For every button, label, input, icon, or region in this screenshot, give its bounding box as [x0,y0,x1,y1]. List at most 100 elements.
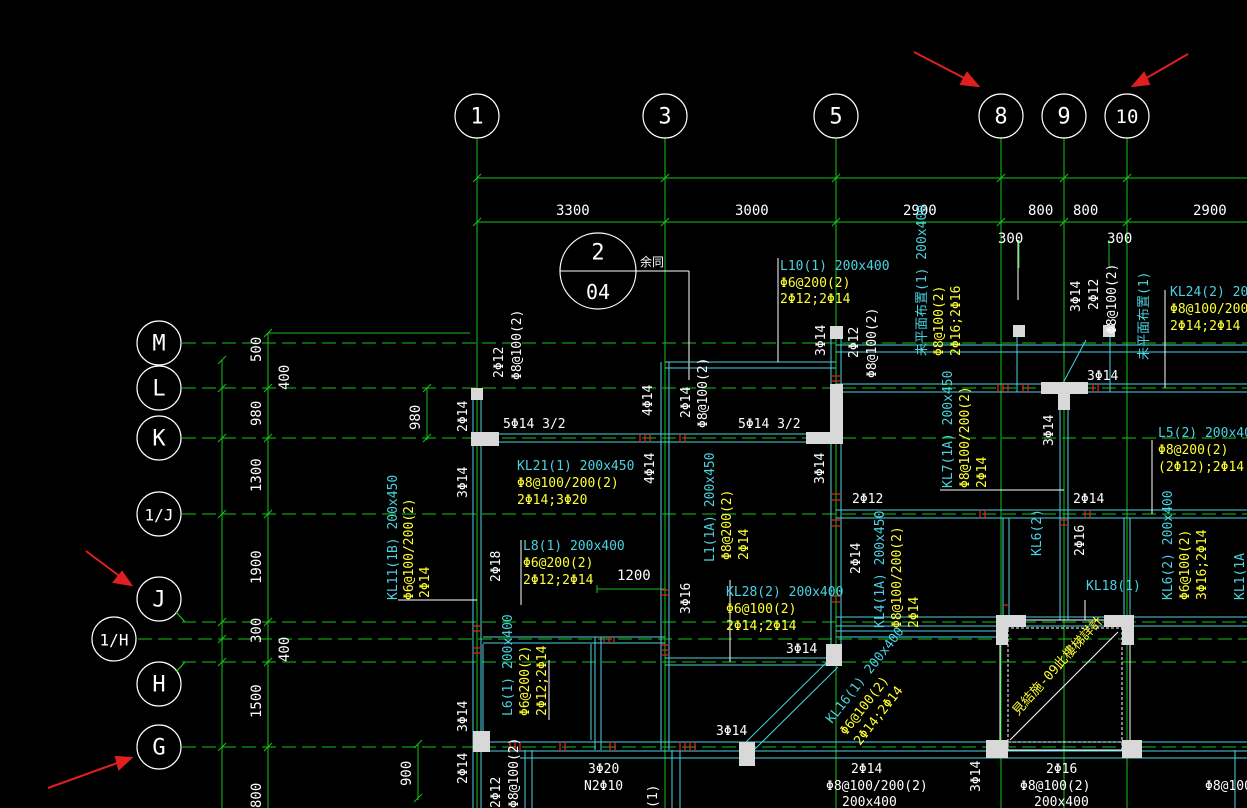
axis-bubble-G [136,724,182,770]
axis-bubble-J [136,576,182,622]
beam-l1-stirrup: Φ8@200(2) [720,490,735,560]
note-3phi14-b: 3Φ14 [1069,281,1084,312]
note-3phi14-f: 3Φ14 [786,642,817,657]
dimension-texts: 3300 3000 2900 800 800 2900 300 300 500 … [249,203,1227,808]
axis-bubbles [91,93,1150,770]
beam-l5-rebar: (2Φ12);2Φ14 [1158,460,1244,475]
note-3phi14-c: 3Φ14 [1087,369,1118,384]
detail-note: 余同 [640,254,664,269]
dim-top-3000: 3000 [735,203,769,219]
axis-bubble-M [136,320,182,366]
dim-left-300: 300 [249,618,265,643]
beam-kl21-stirrup: Φ8@100/200(2) [517,476,619,491]
note-phi8-100-d: Φ8@100(2) [1105,264,1120,334]
beam-l6-stirrup: Φ6@200(2) [518,646,533,716]
note-3phi14-left: 3Φ14 [456,467,471,498]
axis-bubble-H [136,661,182,707]
beam-kl21-label: KL21(1) 200x450 [517,459,634,474]
dim-left-980: 980 [249,401,265,426]
axis-label-G: G [152,736,165,761]
beam-kl6-stirrup: Φ6@100(2) [1178,530,1193,600]
beam-l1-label: L1(1A) 200x450 [703,452,718,562]
dim-left-500: 500 [249,337,265,362]
axis-label-J: J [152,588,165,613]
axis-bubble-9 [1041,93,1087,139]
note-stair: 見結施-09此樓梯詳計 [1009,613,1106,718]
beam-l10-stirrup: Φ6@200(2) [780,276,850,291]
beam-kl24-rebar: 2Φ14;2Φ14 [1170,319,1241,334]
axis-bubble-1H [91,616,137,662]
note-3phi16: 3Φ16 [679,583,694,614]
beam-kl28-rebar: 2Φ14;2Φ14 [726,619,797,634]
dim-top-800a: 800 [1028,203,1053,219]
dim-left-1300: 1300 [249,458,265,492]
axis-label-5: 5 [829,105,842,130]
detail-sheet: 04 [586,280,610,304]
axis-labels: 1 3 5 8 9 10 M L K 1/J J 1/H H G [100,105,1139,761]
beam-l5-stirrup: Φ8@200(2) [1158,443,1228,458]
note-kl18: KL18(1) [1086,579,1141,594]
beam-kl4-rebar: 2Φ14 [907,597,922,628]
beam-kl28-label: KL28(2) 200x400 [726,585,843,600]
dim-small-300b: 300 [1107,231,1132,247]
beam-kl7-stirrup: Φ8@100/200(2) [958,386,973,488]
beam-kl11-label: KL11(1B) 200x450 [386,475,401,600]
beam-kl1a-label: KL1(1A [1233,553,1247,600]
beam-kl11-stirrup: Φ6@100/200(2) [402,498,417,600]
beam-kl4-label: KL4(1A) 200x450 [873,511,888,628]
note-phi8-100-a: Φ8@100(2) [510,310,525,380]
note-phi8-100-f: Φ8@100(2) [1020,779,1090,794]
axis-label-8: 8 [994,105,1007,130]
note-200x400: 200x400 [842,795,897,808]
leader-lines [398,240,1166,720]
beam-l1-rebar: 2Φ14 [737,529,752,560]
note-phi8-100-b: Φ8@100(2) [696,358,711,428]
beam-kl6-label: KL6(2) 200x400 [1161,490,1176,600]
beam-top-stirrup: Φ8@100(2) [932,286,947,356]
beam-kl7-rebar: 2Φ14 [975,457,990,488]
axis-bubble-8 [978,93,1024,139]
axis-label-K: K [152,427,166,452]
axis-bubble-1 [454,93,500,139]
note-2phi12-a: 2Φ12 [492,347,507,378]
columns [471,325,1142,766]
note-phi8-100-e: Φ8@100(2) [507,738,522,808]
dim-left-1900: 1900 [249,550,265,584]
axis-bubble-5 [813,93,859,139]
note-2phi12-e: 2Φ12 [489,777,504,808]
beam-l6-rebar: 2Φ12;2Φ14 [535,645,550,716]
beam-kl7-label: KL7(1A) 200x450 [941,371,956,488]
beam-l5-label: L5(2) 200x400 [1158,426,1247,441]
axis-label-1H: 1/H [100,631,129,650]
note-3phi14-d: 3Φ14 [813,453,828,484]
dim-bottom-900: 900 [399,761,415,786]
axis-label-M: M [152,332,165,357]
axis-label-9: 9 [1057,105,1070,130]
note-3phi14-h: 3Φ14 [716,724,747,739]
beam-l8-label: L8(1) 200x400 [523,539,625,554]
beam-l8-stirrup: Φ6@200(2) [523,556,593,571]
note-2phi12-c: 2Φ12 [1087,279,1102,310]
dim-top-3300: 3300 [556,203,590,219]
note-2phi14-top: 2Φ14 [679,387,694,418]
note-3phi14-e: 3Φ14 [1042,415,1057,446]
note-5phi14-a: 5Φ14 3/2 [503,417,566,432]
note-bottom-paren: (1) [646,785,661,808]
note-phi8-100-200: Φ8@100/200(2) [826,779,928,794]
axis-bubble-10 [1104,93,1150,139]
grid-lines [138,138,1247,808]
note-2phi12-b: 2Φ12 [847,327,862,358]
beam-kl24-stirrup: Φ8@100/200(2 [1170,302,1247,317]
beam-l8-rebar: 2Φ12;2Φ14 [523,573,594,588]
beam-kl21-rebar: 2Φ14;3Φ20 [517,493,587,508]
note-phi8-100-c: Φ8@100(2) [865,308,880,378]
note-3phi14-i: 3Φ14 [969,761,984,792]
note-2phi14-h: 2Φ14 [851,762,882,777]
note-200x400b: 200x400 [1034,795,1089,808]
beam-top-rebar: 2Φ16;2Φ16 [949,286,964,356]
axis-bubble-3 [642,93,688,139]
axis-label-1: 1 [470,105,483,130]
dim-left-800: 800 [249,783,265,808]
dim-small-300a: 300 [998,231,1023,247]
